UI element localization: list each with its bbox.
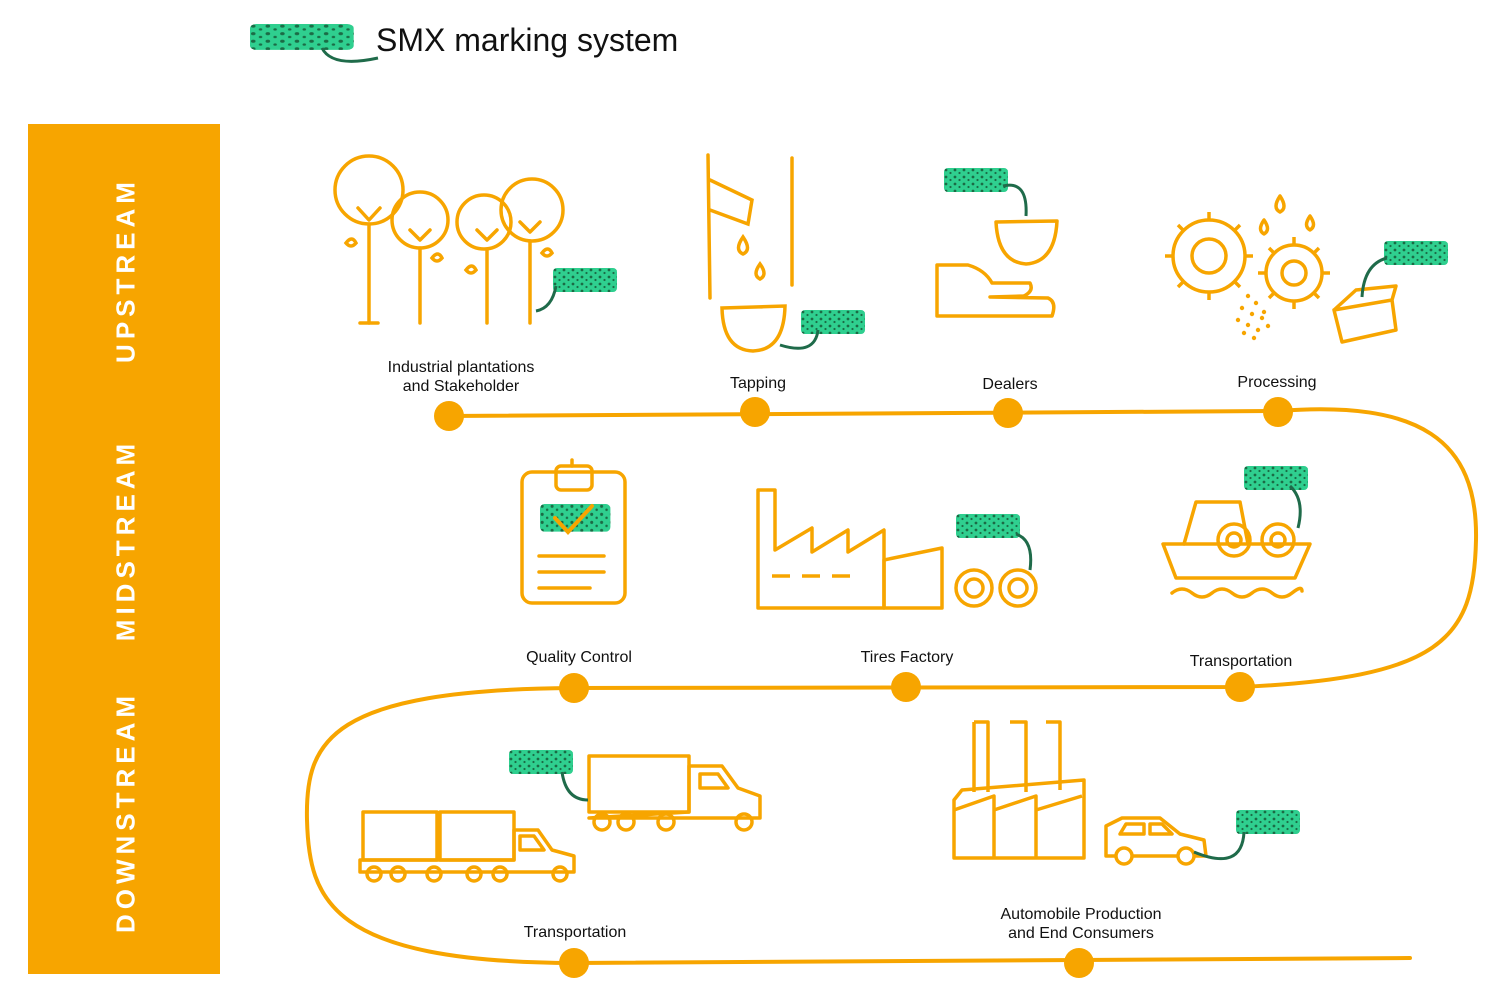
smx-marker-icon	[956, 514, 1033, 571]
step-dot-1	[434, 401, 464, 431]
legend-marker-icon	[250, 24, 379, 63]
step-dot-9	[1064, 948, 1094, 978]
step-label-automobile: Automobile Production and End Consumers	[1000, 906, 1162, 942]
stage-upstream: UPSTREAM	[110, 177, 141, 363]
step-label-dealers: Dealers	[982, 376, 1038, 393]
clipboard-check-icon	[520, 458, 627, 605]
smx-marker-icon	[540, 504, 611, 535]
step-label-processing: Processing	[1237, 374, 1317, 391]
step-label-ship-transportation: Transportation	[1189, 653, 1293, 670]
step-dot-8	[559, 948, 589, 978]
step-dot-7	[1225, 672, 1255, 702]
step-dot-5	[559, 673, 589, 703]
step-label-quality-control: Quality Control	[526, 649, 632, 666]
stage-midstream: MIDSTREAM	[110, 438, 141, 642]
tire-factory-icon	[756, 488, 1038, 610]
smx-marker-icon	[1193, 810, 1300, 861]
legend-label: SMX marking system	[376, 22, 679, 58]
latex-tapping-icon	[706, 153, 794, 353]
hand-bowl-icon	[935, 219, 1059, 318]
step-dot-4	[1263, 397, 1293, 427]
stage-downstream: DOWNSTREAM	[110, 690, 141, 934]
car-factory-icon	[952, 720, 1208, 866]
step-dot-2	[740, 397, 770, 427]
smx-marker-icon	[944, 168, 1028, 217]
step-label-plantations: Industrial plantations and Stakeholder	[387, 359, 535, 395]
stage-bar	[28, 124, 220, 974]
smx-marker-icon	[1360, 241, 1448, 298]
smx-marker-icon	[1244, 466, 1308, 529]
step-dot-3	[993, 398, 1023, 428]
gears-processing-icon	[1165, 194, 1398, 344]
processing-granules-icon	[1235, 293, 1271, 341]
step-dot-6	[891, 672, 921, 702]
smx-marker-icon	[535, 268, 617, 313]
cargo-ship-icon	[1161, 500, 1312, 599]
smx-marker-icon	[509, 750, 589, 802]
trees-icon	[333, 154, 565, 325]
step-label-tapping: Tapping	[729, 375, 787, 392]
step-label-tires-factory: Tires Factory	[860, 649, 954, 666]
trucks-icon	[358, 754, 762, 883]
smx-marker-icon	[779, 310, 865, 350]
step-label-truck-transportation: Transportation	[523, 924, 627, 941]
